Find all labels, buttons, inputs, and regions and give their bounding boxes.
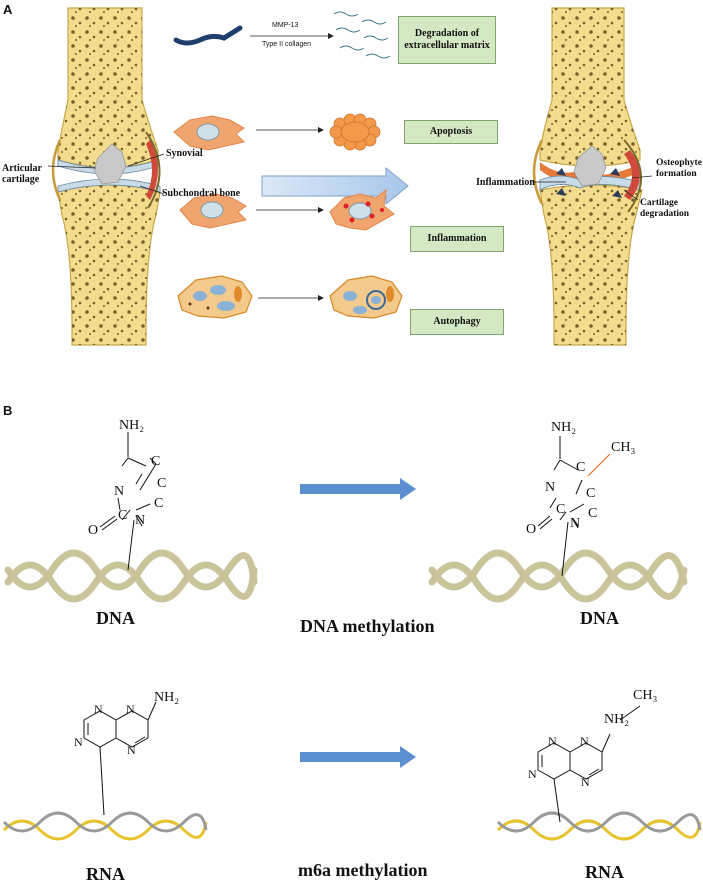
- rna-left-nh2: NH₂: [154, 690, 180, 705]
- box-autophagy: Autophagy: [410, 309, 504, 335]
- autophagy-cell-after: [329, 275, 403, 319]
- label-inflammation-oa: Inflammation: [476, 177, 535, 188]
- label-cartilage-degradation: Cartilage degradation: [640, 198, 690, 219]
- caption-dna-right: DNA: [580, 608, 619, 628]
- rna-helix-left: [2, 811, 208, 841]
- dna-methylation-arrow: [300, 478, 416, 500]
- box-inflammation: Inflammation: [410, 226, 504, 252]
- healthy-knee: [47, 7, 165, 346]
- chondrocyte-cell-2: [179, 193, 247, 229]
- dna-helix-left: [4, 549, 258, 603]
- rna-helix-right: [496, 811, 702, 841]
- cytosine-structure-right: [537, 436, 585, 577]
- apoptotic-cell: [329, 113, 381, 151]
- label-synovial: Synovial: [166, 148, 203, 159]
- inflamed-cell: [329, 188, 395, 231]
- caption-m6a-methylation: m6a methylation: [298, 860, 428, 880]
- caption-rna-right: RNA: [585, 862, 624, 882]
- methyl-bond: [587, 453, 611, 477]
- collagen-fiber: [173, 25, 243, 46]
- caption-rna-left: RNA: [86, 864, 125, 884]
- dna-helix-right: [428, 549, 688, 603]
- label-articular-cartilage: Articular cartilage: [2, 163, 42, 185]
- oa-knee: [532, 7, 653, 346]
- dna-right-nh2: NH₂: [551, 420, 577, 435]
- rna-right-ch3: CH₃: [633, 688, 658, 703]
- chondrocyte-cell: [173, 115, 245, 151]
- cytosine-structure-left: [99, 432, 157, 571]
- degraded-fragments: [333, 11, 391, 59]
- caption-dna-left: DNA: [96, 608, 135, 628]
- rna-right-nh2: NH₂: [604, 712, 630, 727]
- caption-dna-methylation: DNA methylation: [300, 616, 435, 636]
- panel-b-letter: B: [3, 403, 13, 418]
- label-subchondral-bone: Subchondral bone: [162, 188, 241, 199]
- m6a-methylation-arrow: [300, 746, 416, 768]
- progression-arrow: [261, 166, 409, 206]
- label-mmp13: MMP-13: [272, 22, 299, 29]
- autophagy-cell-before: [177, 275, 253, 319]
- dna-right-ch3: CH₃: [611, 440, 636, 455]
- box-apoptosis: Apoptosis: [404, 120, 498, 144]
- adenine-structure-left: [83, 701, 157, 816]
- dna-left-nh2: NH₂: [119, 418, 145, 433]
- label-osteophyte-formation: Osteophyte formation: [656, 158, 702, 179]
- label-type-ii-collagen: Type II collagen: [262, 41, 312, 48]
- adenine-structure-right: [537, 705, 641, 823]
- panel-a-letter: A: [3, 2, 13, 17]
- box-ecm-degradation: Degradation of extracellular matrix: [398, 16, 496, 64]
